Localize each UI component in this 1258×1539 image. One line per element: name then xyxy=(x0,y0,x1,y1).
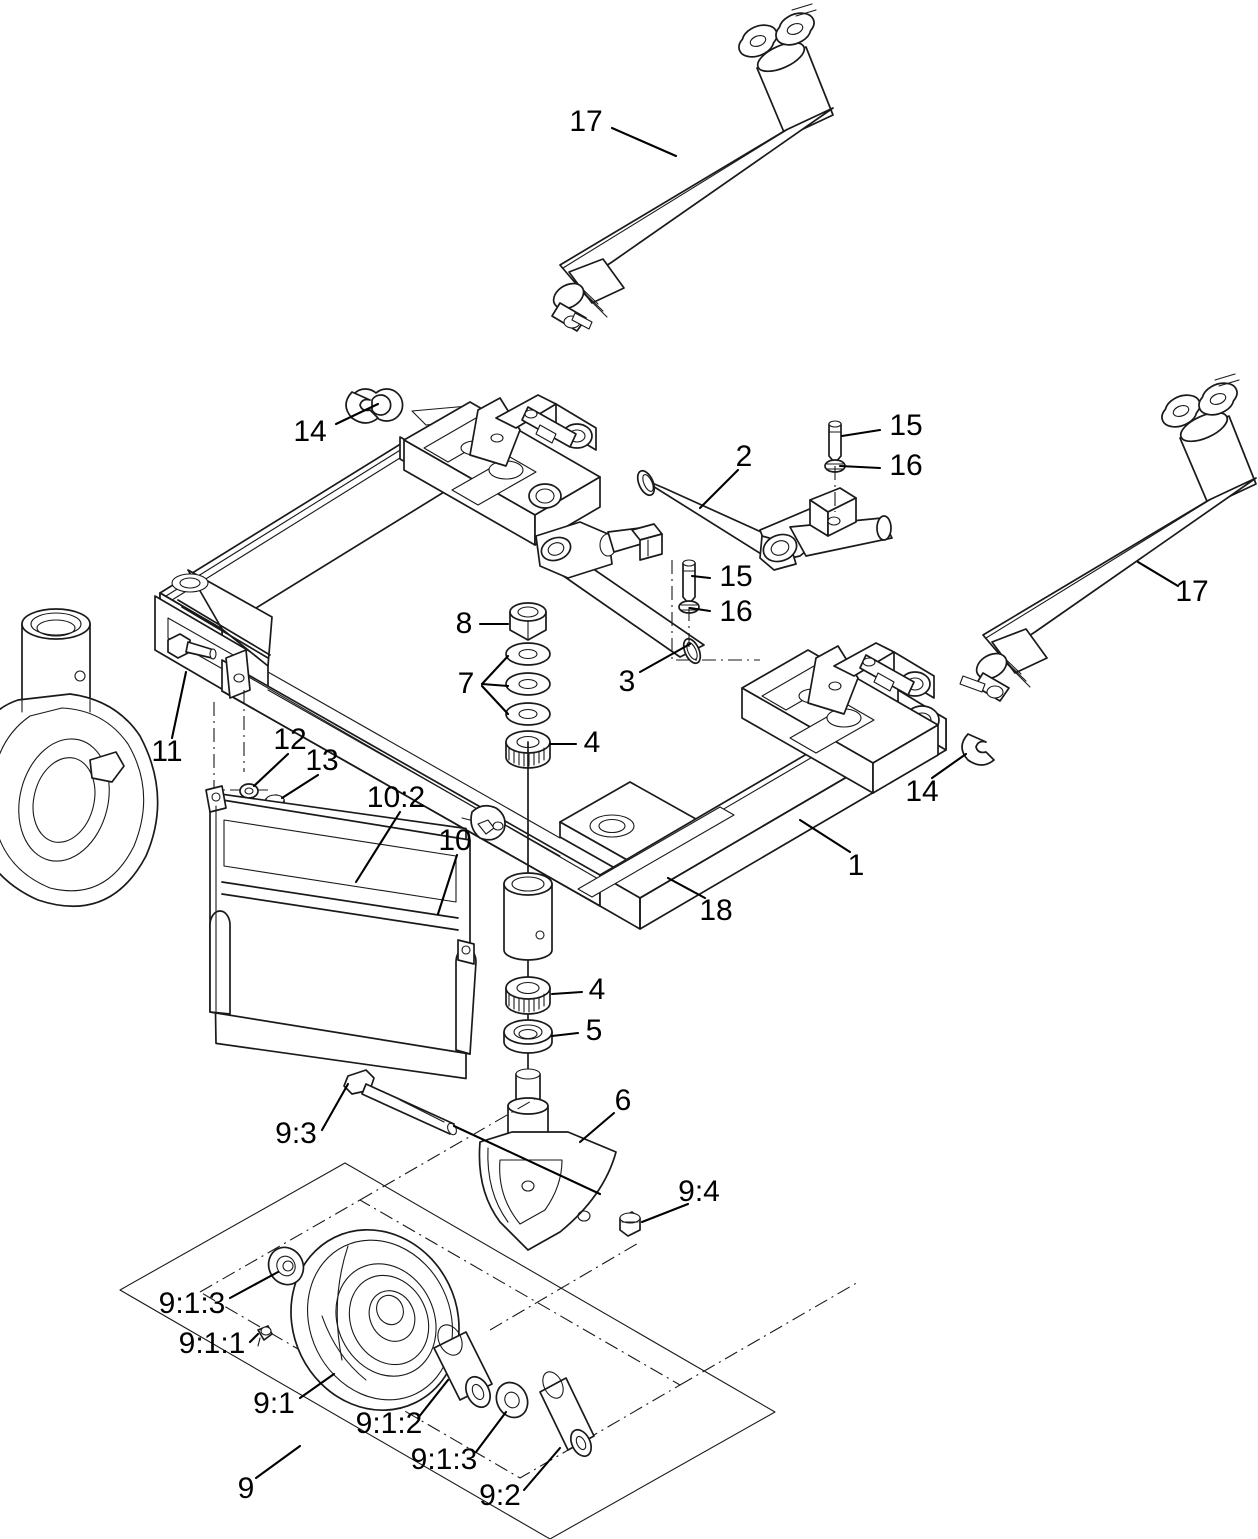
callout-4-upper: 4 xyxy=(583,726,601,759)
grease-fitting-9-1-1 xyxy=(257,1325,273,1347)
callout-7: 7 xyxy=(457,667,475,700)
callout-18: 18 xyxy=(699,894,733,927)
callout-9-3: 9:3 xyxy=(275,1117,317,1150)
callout-9-1-3-lower: 9:1:3 xyxy=(410,1443,478,1476)
callout-9-2: 9:2 xyxy=(479,1479,521,1512)
flat-washer-7b xyxy=(505,672,551,696)
frame-clip-detail xyxy=(461,804,506,841)
callout-16-upper: 16 xyxy=(889,449,923,482)
roller-bearing-4-lower xyxy=(505,976,551,1015)
callout-15-upper: 15 xyxy=(889,409,923,442)
callout-9: 9 xyxy=(237,1472,255,1505)
callout-12: 12 xyxy=(273,723,307,756)
caster-fork xyxy=(478,1068,617,1251)
locknut-8 xyxy=(509,602,547,641)
callout-15-lower: 15 xyxy=(719,560,753,593)
callout-4-lower: 4 xyxy=(588,973,606,1006)
left-caster-wheel-installed xyxy=(0,608,159,908)
callout-2: 2 xyxy=(735,440,753,473)
callout-13: 13 xyxy=(305,744,339,777)
deflector-plate xyxy=(205,785,477,1080)
callout-10-2: 10:2 xyxy=(366,781,426,814)
callout-5: 5 xyxy=(585,1014,603,1047)
clevis-pin-upper xyxy=(828,420,842,464)
callout-16-lower: 16 xyxy=(719,595,753,628)
right-shock-mount-bracket xyxy=(741,642,939,794)
callout-14-right: 14 xyxy=(905,775,939,808)
pivot-rod-lower xyxy=(535,521,705,665)
callout-9-1: 9:1 xyxy=(253,1387,295,1420)
seal-washer-5 xyxy=(503,1019,553,1054)
callout-11: 11 xyxy=(151,735,183,768)
callout-14-upper: 14 xyxy=(293,415,327,448)
shoulder-bolt-11 xyxy=(167,633,217,660)
flat-washer-7c xyxy=(505,702,551,726)
wheel-tire-9-1 xyxy=(290,1228,460,1412)
hex-bolt-9-3 xyxy=(343,1069,457,1136)
wheel-bearing-right xyxy=(495,1381,529,1419)
gas-spring-shock-upper xyxy=(551,3,834,332)
callout-3: 3 xyxy=(618,665,636,698)
callout-10: 10 xyxy=(438,824,472,857)
callout-1: 1 xyxy=(847,849,865,882)
leader-lines xyxy=(170,126,1180,1492)
callout-9-1-1: 9:1:1 xyxy=(178,1327,246,1360)
gas-spring-shock-right xyxy=(959,373,1257,702)
callout-9-4: 9:4 xyxy=(678,1175,720,1208)
callout-8: 8 xyxy=(455,607,473,640)
pivot-rod-upper xyxy=(636,469,893,571)
callout-9-1-2: 9:1:2 xyxy=(355,1407,423,1440)
spindle-tube xyxy=(503,872,553,961)
e-clip-14-right xyxy=(961,733,995,766)
wheel-bearing-left xyxy=(267,1246,305,1286)
washer-12 xyxy=(239,783,259,799)
callout-17-right: 17 xyxy=(1175,575,1209,608)
left-shock-mount-bracket xyxy=(403,394,601,546)
axle-spacer-9-2 xyxy=(539,1371,595,1458)
spacer-sleeve-9-1-2 xyxy=(433,1324,493,1409)
callout-6: 6 xyxy=(614,1084,632,1117)
detail-box-9 xyxy=(119,1095,861,1539)
locknut-9-4 xyxy=(619,1211,641,1237)
clevis-pin-lower xyxy=(682,559,696,605)
callout-9-1-3-upper: 9:1:3 xyxy=(158,1287,226,1320)
callout-17-upper: 17 xyxy=(569,105,603,138)
flat-washer-7a xyxy=(505,642,551,666)
